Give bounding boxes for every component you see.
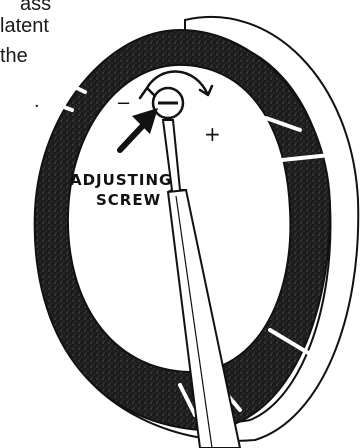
adjusting-screw-label-line1: ADJUSTING — [70, 171, 172, 189]
adjusting-screw — [153, 88, 183, 118]
plus-symbol: + — [204, 122, 221, 146]
minus-symbol: − — [116, 93, 131, 114]
adjusting-screw-label-line2: SCREW — [96, 191, 161, 209]
